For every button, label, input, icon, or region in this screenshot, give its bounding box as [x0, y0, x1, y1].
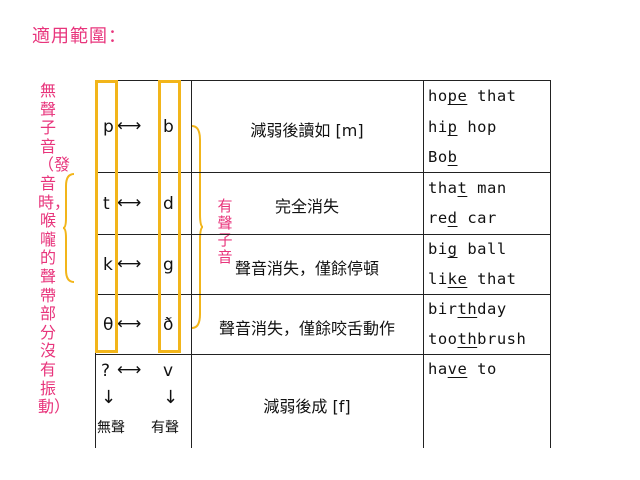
- left-right-arrow-icon: ⟷: [117, 360, 142, 380]
- voiced-letter: g: [163, 255, 174, 275]
- example-line: that man: [428, 179, 507, 197]
- page-title: 適用範圍：: [32, 26, 127, 47]
- voiced-consonant-label: 有聲子音: [217, 197, 233, 266]
- voiced-letter: v: [163, 361, 174, 381]
- example-line: toothbrush: [428, 330, 527, 348]
- table-row: θ ⟷ ð 聲音消失，僅餘咬舌動作 birthday toothbrush: [95, 294, 550, 355]
- voiceless-letter: ?: [101, 361, 111, 381]
- table-divider-2: [423, 80, 424, 448]
- table-border-right: [550, 80, 551, 448]
- down-arrow-icon: ↓: [163, 387, 179, 408]
- description: 減弱後讀如 [m]: [250, 121, 364, 140]
- left-right-arrow-icon: ⟷: [117, 254, 142, 274]
- table-row: k ⟷ g 聲音消失，僅餘停頓 big ball like that: [95, 234, 550, 295]
- table-row: ? ⟷ v ↓ ↓ 無聲 有聲 減弱後成 [f] have to: [95, 354, 550, 449]
- voiced-caption: 有聲: [151, 420, 179, 436]
- example-line: Bob: [428, 148, 458, 166]
- description: 聲音消失，僅餘停頓: [234, 259, 379, 278]
- example-line: red car: [428, 209, 497, 227]
- voiced-letter: d: [163, 194, 174, 214]
- table-row: p ⟷ b 減弱後讀如 [m] hope that hip hop Bob: [95, 80, 550, 173]
- example-line: birthday: [428, 300, 507, 318]
- description: 聲音消失，僅餘咬舌動作: [218, 319, 395, 338]
- left-brace-icon: [62, 173, 75, 283]
- voiceless-caption: 無聲: [97, 420, 125, 436]
- example-line: like that: [428, 270, 517, 288]
- left-right-arrow-icon: ⟷: [117, 116, 142, 136]
- voiced-letter: ð: [163, 315, 174, 335]
- voiced-column-highlight: [158, 80, 181, 353]
- description: 減弱後成 [f]: [263, 397, 351, 416]
- down-arrow-icon: ↓: [101, 387, 117, 408]
- voiceless-consonant-label: 無聲子音（發音時，喉嚨的聲帶部分沒有振動）: [38, 81, 71, 417]
- table-row: t ⟷ d 完全消失 that man red car: [95, 172, 550, 235]
- voiced-letter: b: [163, 117, 174, 137]
- voiceless-letter: k: [103, 255, 113, 275]
- example-line: hip hop: [428, 118, 497, 136]
- description: 完全消失: [274, 197, 339, 216]
- example-line: have to: [428, 360, 497, 378]
- voiceless-letter: t: [103, 194, 110, 214]
- voiceless-letter: θ: [103, 315, 114, 335]
- consonant-table: p ⟷ b 減弱後讀如 [m] hope that hip hop Bob t …: [95, 80, 551, 449]
- left-right-arrow-icon: ⟷: [117, 314, 142, 334]
- example-line: hope that: [428, 87, 517, 105]
- middle-brace-icon: [191, 125, 204, 329]
- voiceless-letter: p: [103, 117, 114, 137]
- left-right-arrow-icon: ⟷: [117, 193, 142, 213]
- example-line: big ball: [428, 240, 507, 258]
- voiceless-column-highlight: [95, 80, 118, 353]
- table-divider-1: [191, 80, 192, 448]
